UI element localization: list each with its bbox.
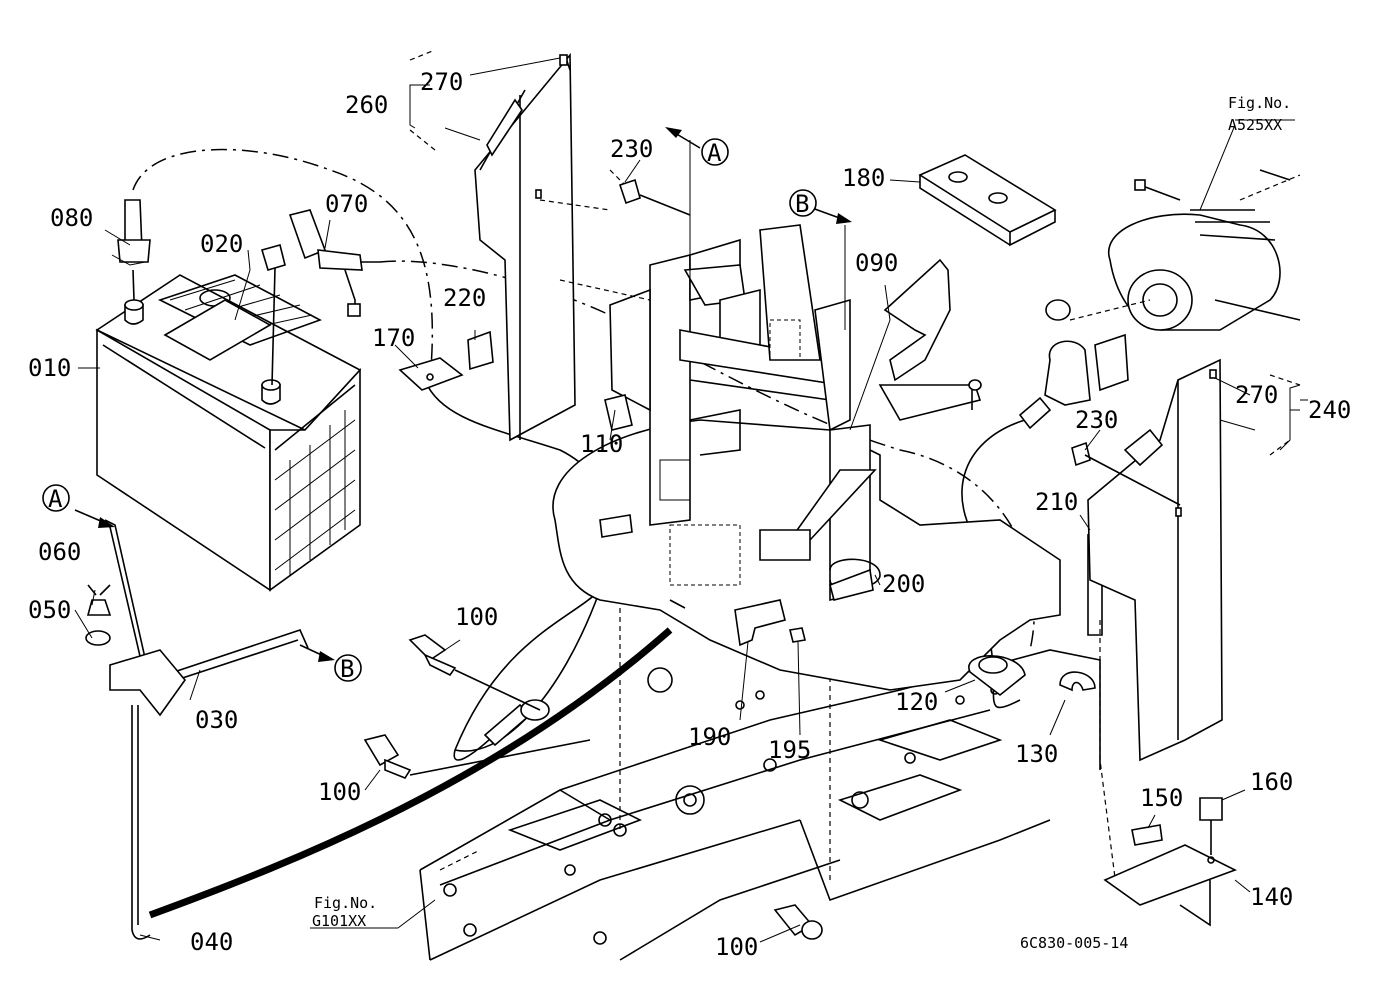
fig-ref-alternator-code: A525XX	[1228, 116, 1282, 134]
label-020: 020	[200, 230, 243, 258]
label-010: 010	[28, 354, 71, 382]
alternator	[1018, 169, 1301, 430]
label-195: 195	[768, 736, 811, 764]
label-180: 180	[842, 164, 885, 192]
cable-040	[131, 627, 673, 940]
label-100-mid: 100	[318, 778, 361, 806]
holders-120-130	[968, 655, 1096, 697]
leaders	[74, 49, 1308, 943]
label-120: 120	[895, 688, 938, 716]
fig-ref-frame-code: G101XX	[312, 912, 366, 930]
label-090: 090	[855, 249, 898, 277]
clamp-200	[829, 558, 881, 601]
label-140: 140	[1250, 883, 1293, 911]
label-200: 200	[882, 570, 925, 598]
bracket-090	[878, 258, 982, 421]
battery	[95, 274, 362, 592]
ref-arrows	[74, 127, 852, 662]
label-240: 240	[1308, 396, 1351, 424]
fig-ref-alternator-label: Fig.No.	[1228, 94, 1291, 112]
label-040: 040	[190, 928, 233, 956]
label-220: 220	[443, 284, 486, 312]
label-270-top: 270	[420, 68, 463, 96]
label-110: 110	[580, 430, 623, 458]
label-230-right: 230	[1075, 406, 1118, 434]
bracket-190	[734, 599, 806, 647]
label-100-bottom: 100	[715, 933, 758, 961]
label-190: 190	[688, 723, 731, 751]
bolts-100	[363, 634, 823, 940]
label-170: 170	[372, 324, 415, 352]
fig-ref-frame-label: Fig.No.	[314, 894, 377, 912]
right-stay	[1087, 358, 1223, 762]
ref-circles	[42, 138, 817, 682]
ref-b-left: B	[340, 655, 354, 683]
label-260: 260	[345, 91, 388, 119]
ref-b-top: B	[795, 190, 809, 218]
drawing-code: 6C830-005-14	[1020, 934, 1128, 952]
ref-a-left: A	[48, 485, 63, 513]
main-bracket	[539, 169, 1061, 691]
label-150: 150	[1140, 784, 1183, 812]
label-060: 060	[38, 538, 81, 566]
cover-140	[1099, 620, 1238, 927]
battery-stay	[474, 52, 576, 442]
ref-a-top: A	[707, 139, 722, 167]
label-030: 030	[195, 706, 238, 734]
label-160: 160	[1250, 768, 1293, 796]
label-100-top: 100	[455, 603, 498, 631]
label-070: 070	[325, 190, 368, 218]
label-210: 210	[1035, 488, 1078, 516]
label-130: 130	[1015, 740, 1058, 768]
pad-180	[918, 154, 1057, 247]
label-080: 080	[50, 204, 93, 232]
label-230-top: 230	[610, 135, 653, 163]
label-050: 050	[28, 596, 71, 624]
label-270-right: 270	[1235, 381, 1278, 409]
